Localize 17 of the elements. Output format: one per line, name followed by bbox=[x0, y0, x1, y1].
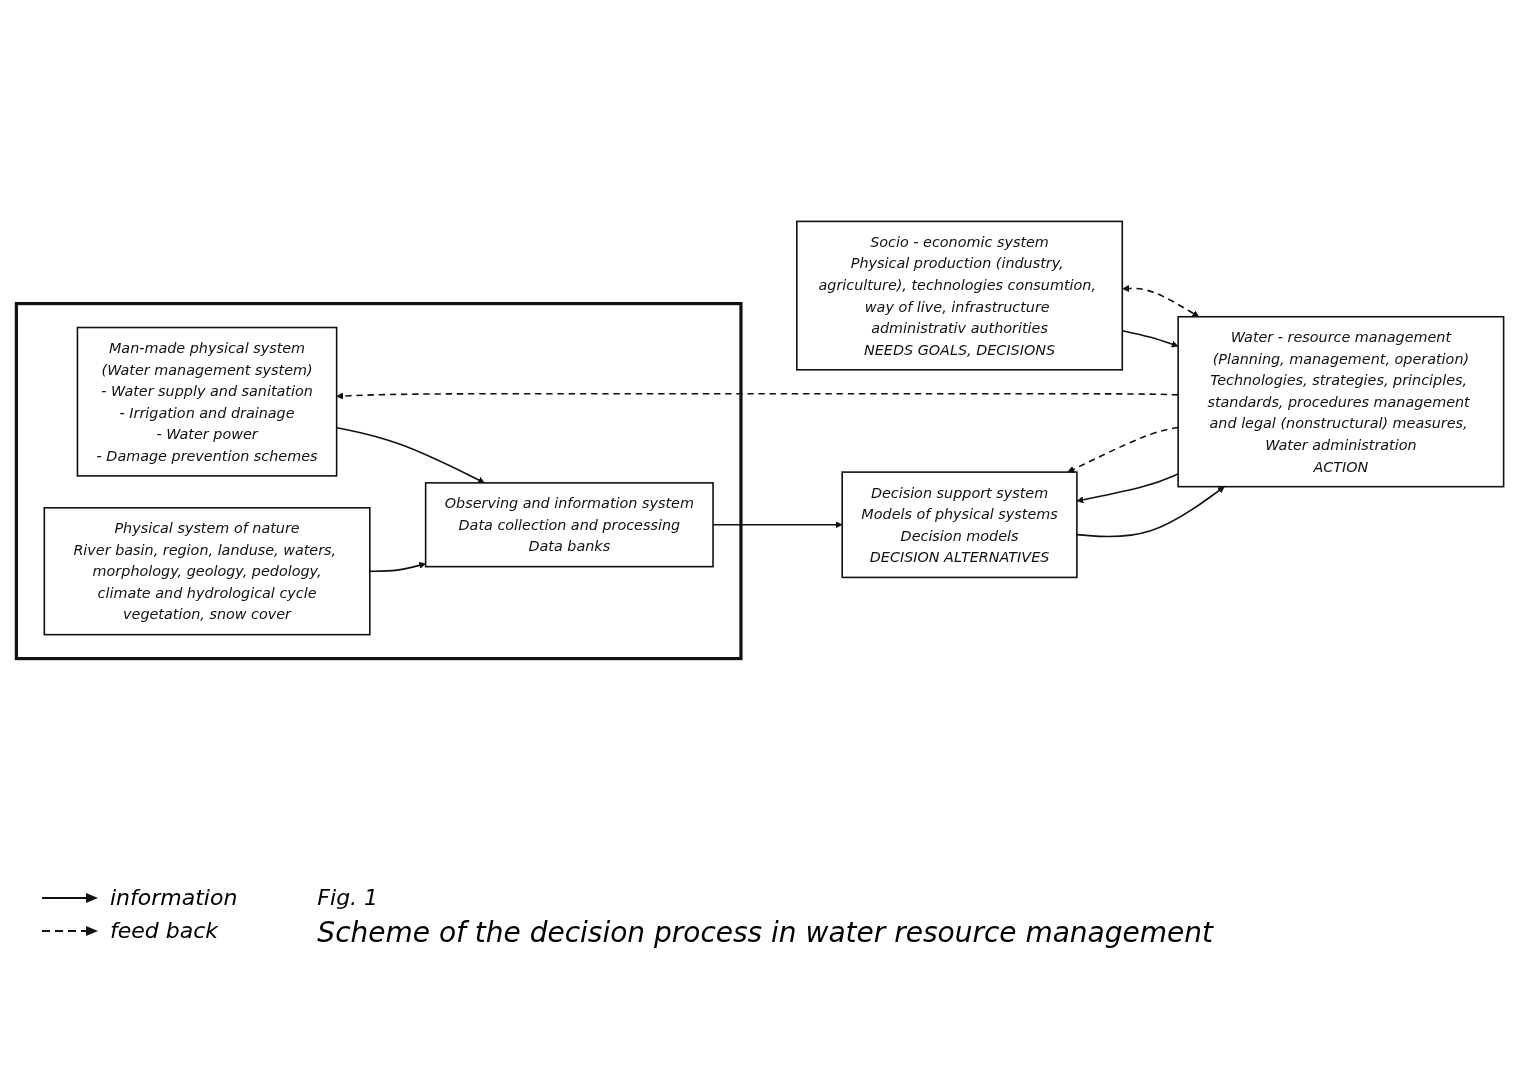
node-box: Physical system of nature River basin, region, landuse, waters, morphology, geology, pedology, climate and hydrological cycle vegetation, snow cover bbox=[43, 507, 371, 636]
legend-text: feed back bbox=[110, 918, 219, 943]
node-box: Man-made physical system (Water management system) - Water supply and sanitation - Irrigation and drainage - Water power - Damage prevention schemes bbox=[76, 326, 338, 477]
cluster bbox=[14, 302, 743, 661]
arrow bbox=[1076, 473, 1179, 504]
node-box: Decision support system Models of physical systems Decision models DECISION ALTERNATIVES bbox=[841, 471, 1078, 579]
figure-number: Fig. 1 bbox=[317, 885, 380, 910]
arrow bbox=[1076, 486, 1225, 538]
caption: Scheme of the decision process in water resource management bbox=[317, 916, 1213, 949]
legend-text: information bbox=[110, 885, 238, 910]
arrow bbox=[369, 561, 426, 573]
arrow bbox=[1122, 285, 1200, 318]
arrow bbox=[1067, 426, 1179, 473]
node-box: Socio - economic system Physical production (industry, agriculture), technologies consumtion, way of live, infrastructure administrativ authorities NEEDS GOALS, DECISIONS bbox=[796, 220, 1124, 371]
node-box: Observing and information system Data collection and processing Data banks bbox=[424, 482, 714, 568]
node-box: Water - resource management (Planning, management, operation) Technologies, strategies, principles, standards, procedures management and legal (nonstructural) measures, Water administration ACTION bbox=[1177, 315, 1505, 488]
arrow bbox=[336, 392, 1179, 400]
